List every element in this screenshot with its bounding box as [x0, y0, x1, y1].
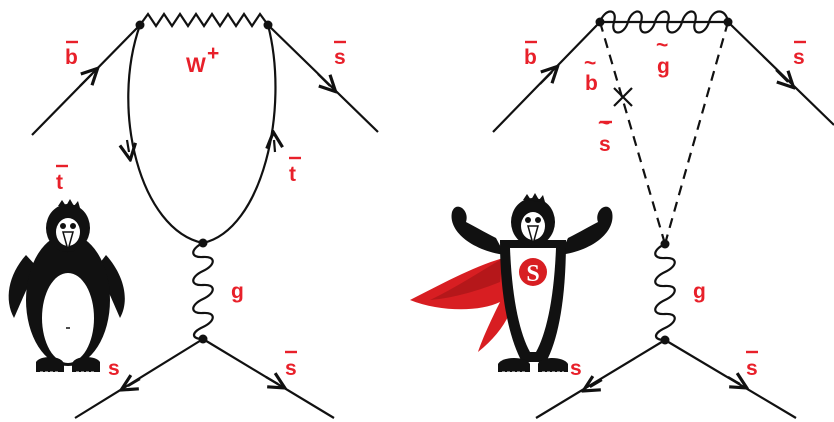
super-penguin-mascot-icon: S	[410, 193, 613, 372]
s-arrow-bottom-right	[728, 377, 740, 384]
s-arrow-top	[318, 74, 330, 86]
s-arrow-bottom-left	[128, 379, 140, 386]
squark-line-right	[665, 22, 728, 244]
t-arrow-left	[127, 140, 129, 152]
label-w-boson: W	[186, 54, 206, 77]
t-arrow-right	[274, 140, 275, 152]
penguin-mascot-icon	[9, 199, 125, 372]
vertex-gluon-top	[199, 239, 208, 248]
label-t-right: t	[289, 163, 296, 186]
tilde-sstrange: ~	[598, 112, 610, 135]
label-s-out-top: s	[334, 46, 346, 69]
label-gluino: g	[657, 55, 670, 78]
vertex-bottom	[661, 336, 670, 345]
vertex-top-right	[264, 21, 273, 30]
emblem-letter: S	[526, 261, 539, 287]
label-sstrange: s	[599, 133, 611, 156]
gluon-spring	[193, 243, 213, 339]
label-s-out-top: s	[793, 46, 805, 69]
label-gluon: g	[231, 280, 244, 303]
label-b-in: b	[65, 46, 78, 69]
s-arrow-bottom-right	[266, 377, 278, 384]
b-arrow	[540, 72, 552, 84]
gluon-spring	[655, 244, 675, 340]
vertex-top-right	[724, 18, 733, 27]
vertex-top-left	[596, 18, 605, 27]
label-gluon: g	[693, 280, 706, 303]
vertex-gluon-top	[661, 240, 670, 249]
vertex-bottom	[199, 335, 208, 344]
w-boson-zigzag	[140, 14, 268, 26]
vertex-top-left	[136, 21, 145, 30]
label-s-bottom-right: s	[746, 357, 758, 380]
s-arrow-top	[776, 70, 788, 82]
s-quark-line-bottom-left	[536, 340, 665, 418]
label-s-bottom-right: s	[285, 357, 297, 380]
tilde-gluino: ~	[656, 34, 668, 57]
label-w-charge: +	[207, 42, 219, 65]
label-sbottom: b	[585, 72, 598, 95]
label-b-in: b	[524, 46, 537, 69]
label-s-bottom-left: s	[570, 357, 582, 380]
label-t-left: t	[56, 171, 63, 194]
label-s-bottom-left: s	[108, 357, 120, 380]
b-arrow	[80, 74, 92, 86]
